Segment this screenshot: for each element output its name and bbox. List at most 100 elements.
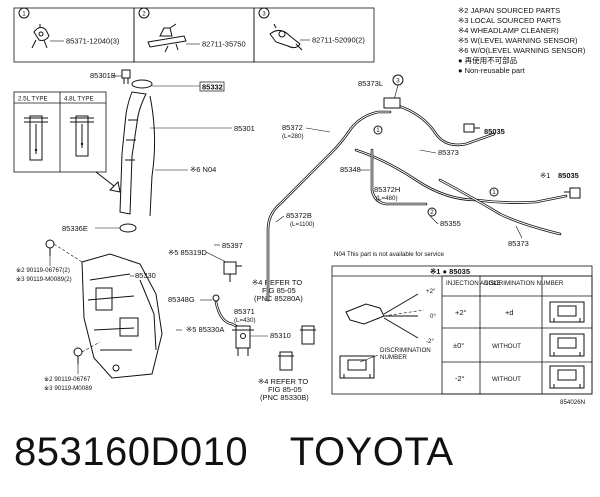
nozzle-85035-b-icon [564,187,581,199]
legend-notes: ※2 JAPAN SOURCED PARTS ※3 LOCAL SOURCED … [458,6,586,75]
callout-number-2-lower: 2 [430,209,434,216]
row-2-angle: ±0° [453,341,464,350]
label-85301: 85301 [234,124,255,133]
note-level-warning: ※5 W(LEVEL WARNING SENSOR) [458,36,578,45]
label-85330: 85330 [135,271,156,280]
note-non-reusable-jp: ● 再使用不可部品 [458,55,517,65]
label-85372-length: (L=280) [282,133,304,140]
filler-pipe-4-8l-icon [70,115,94,157]
label-bolt-upper-2: ※3 90119-M0089(2) [16,276,72,283]
hose-routing [266,102,568,302]
label-85373-b: 85373 [508,239,529,248]
nozzle-85035-a-icon [463,123,480,133]
row-3-disc: WITHOUT [492,376,521,383]
connector-plus-2-icon [549,301,585,323]
label-85371: 85371 [234,307,255,316]
label-refer-b-2: FIG 85-05 [268,385,302,394]
headlamp-pump-icon [300,325,316,345]
label-85310: 85310 [270,331,291,340]
label-bolt-lower-1: ※2 90119-06767 [44,376,91,383]
label-85355: 85355 [440,219,461,228]
label-refer-a-1: ※4 REFER TO [252,278,302,287]
label-refer-b-3: (PNC 85330B) [260,393,309,402]
t-joint-icon [383,97,401,109]
callout-circle-1 [18,7,30,19]
connector-minus-2-icon [549,365,585,389]
angle-mark-minus2: -2° [426,338,435,345]
label-bolt-upper-1: ※2 90119-06767(2) [16,267,70,274]
label-85372h: 85372H [374,185,400,194]
label-85373-a: 85373 [438,148,459,157]
note-headlamp-cleaner: ※4 WHEADLAMP CLEANER) [458,26,559,35]
label-85301b: 85301B [90,71,116,80]
row-3-angle: -2° [455,374,465,383]
header-injection-angle: INJECTION ANGLE [446,280,501,287]
hose-joint-icon [212,294,220,302]
label-85035-b: 85035 [558,171,579,180]
nozzle-spray-icon [345,293,425,339]
part-label-85371-12040: 85371-12040(3) [66,37,120,46]
note-japan-sourced: ※2 JAPAN SOURCED PARTS [458,6,560,15]
filler-assembly: 85301B 85332 85301 ※6 N04 [90,69,255,217]
callout-number-1-upper: 1 [376,127,380,134]
label-85397: 85397 [222,241,243,250]
header-discrimination-number: DISCRIMINATION NUMBER [484,280,564,287]
callout-circle-2-lower [427,207,437,217]
part-label-82711-35750: 82711-35750 [202,40,246,49]
note-non-reusable-en: ● Non-reusable part [458,66,526,75]
bolt-lower-icon [73,347,83,364]
box-part-3 [253,7,375,63]
label-85372b-length: (L=1100) [290,221,314,228]
callout-circle-1-right [489,187,499,197]
nozzle-detail-panel: ※1 ● 85035 INJECTION ANGLE DISCRIMINATIO… [331,265,593,395]
angle-mark-plus2: +2° [426,288,436,295]
label-85371-length: (L=430) [234,317,256,324]
caption-part-number: 853160D010 [14,430,249,474]
label-85332: 85332 [202,83,223,92]
note-local-sourced: ※3 LOCAL SOURCED PARTS [458,16,561,25]
filler-cap-bolt-icon [121,69,131,79]
headlamp-pump-b-icon [278,351,294,371]
label-85373l: 85373L [358,79,383,88]
parts-diagram: 1 2 3 85371-12040(3) 82711-35750 82711-5… [13,6,593,406]
type-4-8l: 4.8L TYPE [64,96,94,103]
label-refer-b-1: ※4 REFER TO [258,377,308,386]
label-refer-a-2: FIG 85-05 [262,286,296,295]
note-no-level-warning: ※6 W/O(LEVEL WARNING SENSOR) [458,46,586,55]
callout-circle-2 [138,7,150,19]
label-85372h-length: (L=480) [376,195,398,202]
note-n04-not-available: N04 This part is not available for servi… [334,251,444,258]
washer-tank [81,253,163,379]
label-85035-a: 85035 [484,127,505,136]
row-1-disc: +d [505,308,514,317]
top-part-boxes: 1 2 3 85371-12040(3) 82711-35750 82711-5… [13,7,375,63]
caption: 853160D010 TOYOTA [14,430,454,475]
figure-code: 854026N [560,399,585,406]
angle-mark-zero: 0° [430,313,436,320]
label-n04-a: ※6 N04 [190,165,216,174]
discrimination-table [441,275,593,395]
callout-number-3-right: 3 [396,78,400,85]
hose-clip-icon [31,24,50,49]
filler-cap-icon [131,79,153,89]
label-bolt-lower-2: ※3 90119-M0089 [44,385,93,392]
label-85330a: ※5 85330A [186,325,224,334]
callout-circle-3 [258,7,270,19]
label-85336e: 85336E [62,224,88,233]
grommet-icon [119,223,137,233]
callout-number-3: 3 [262,11,266,18]
clamp-icon [147,23,187,53]
box-part-1 [13,7,135,63]
grommet-clip-icon [269,23,303,51]
row-1-angle: +2° [455,308,467,317]
level-sensor-icon [223,261,237,275]
tank-type-box: 2.5L TYPE 4.8L TYPE [13,91,107,173]
type-2-5l: 2.5L TYPE [18,96,48,103]
washer-pump-icon [232,325,254,356]
callout-number-1-right: 1 [492,189,496,196]
connector-detail-icon [339,355,375,379]
label-85372: 85372 [282,123,303,132]
filler-pipe-icon [119,91,147,215]
label-refer-a-3: (PNC 85280A) [254,294,303,303]
label-85035-b-prefix: ※1 [540,171,550,180]
